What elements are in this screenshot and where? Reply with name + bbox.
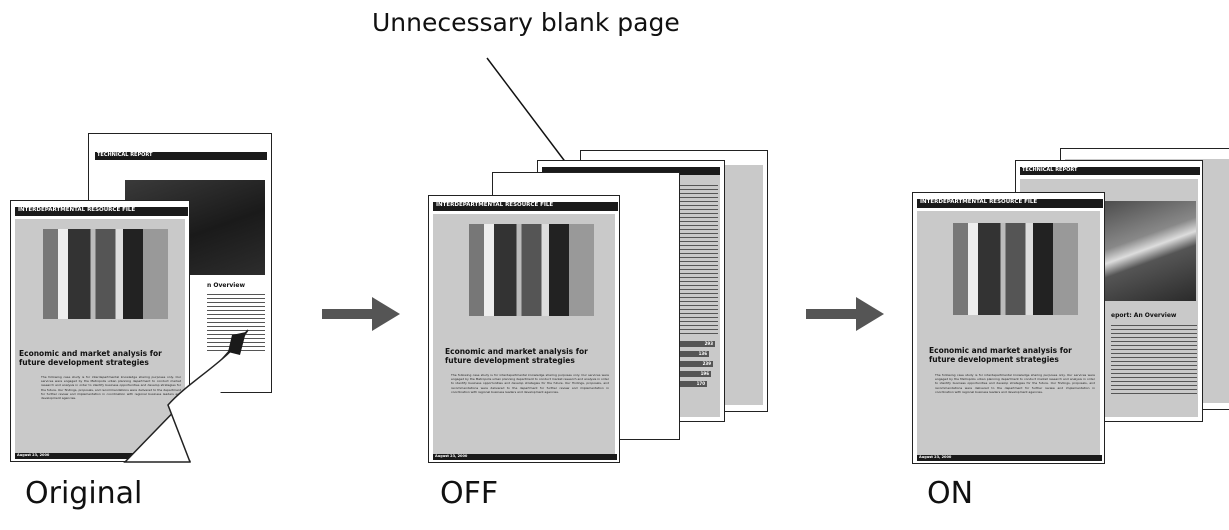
- off-front-title: INTERDEPARTMENTAL RESOURCE FILE: [433, 202, 618, 211]
- arrow-right-icon: [806, 297, 884, 331]
- caption-off: OFF: [440, 476, 499, 511]
- on-front-page: INTERDEPARTMENTAL RESOURCE FILE Economic…: [912, 192, 1105, 464]
- stat-3: 239: [673, 361, 713, 367]
- on-back-page-1: TECHNICAL REPORT eport: An Overview: [1015, 160, 1203, 422]
- off-date: August 23, 2000: [433, 454, 617, 460]
- on-building-photo: [953, 223, 1078, 315]
- stat-5: 170: [673, 381, 707, 387]
- stat-2: 136: [673, 351, 709, 357]
- front-page-title: INTERDEPARTMENTAL RESOURCE FILE: [15, 207, 188, 216]
- on-front-title: INTERDEPARTMENTAL RESOURCE FILE: [917, 199, 1103, 208]
- folded-corner: [123, 329, 249, 463]
- back-page-title: TECHNICAL REPORT: [95, 152, 267, 160]
- building-photo: [43, 229, 168, 319]
- caption-original: Original: [25, 476, 143, 511]
- front-headline: Economic and market analysis for future …: [19, 349, 162, 367]
- blank-page-label: Unnecessary blank page: [372, 8, 680, 37]
- on-body: The following case study is for interdep…: [935, 373, 1095, 394]
- off-headline: Economic and market analysis for future …: [445, 347, 588, 365]
- on-date: August 23, 2000: [917, 455, 1102, 461]
- arrow-right-icon: [322, 297, 400, 331]
- back-subhead: n Overview: [207, 282, 245, 289]
- front-date: August 23, 2000: [15, 453, 187, 459]
- off-front-page: INTERDEPARTMENTAL RESOURCE FILE Economic…: [428, 195, 620, 463]
- caption-on: ON: [927, 476, 974, 511]
- off-back-bar: [542, 167, 720, 175]
- on-headline: Economic and market analysis for future …: [929, 346, 1072, 364]
- original-front-page: INTERDEPARTMENTAL RESOURCE FILE Economic…: [10, 200, 190, 462]
- stat-4: 196: [673, 371, 711, 377]
- front-body: The following case study is for interdep…: [41, 375, 181, 401]
- stat-1: 293: [673, 341, 715, 347]
- off-body: The following case study is for interdep…: [451, 373, 609, 394]
- on-back-lines: [1111, 325, 1197, 395]
- on-back-title: TECHNICAL REPORT: [1020, 167, 1200, 175]
- off-building-photo: [469, 224, 594, 316]
- on-back-subhead: eport: An Overview: [1111, 312, 1177, 319]
